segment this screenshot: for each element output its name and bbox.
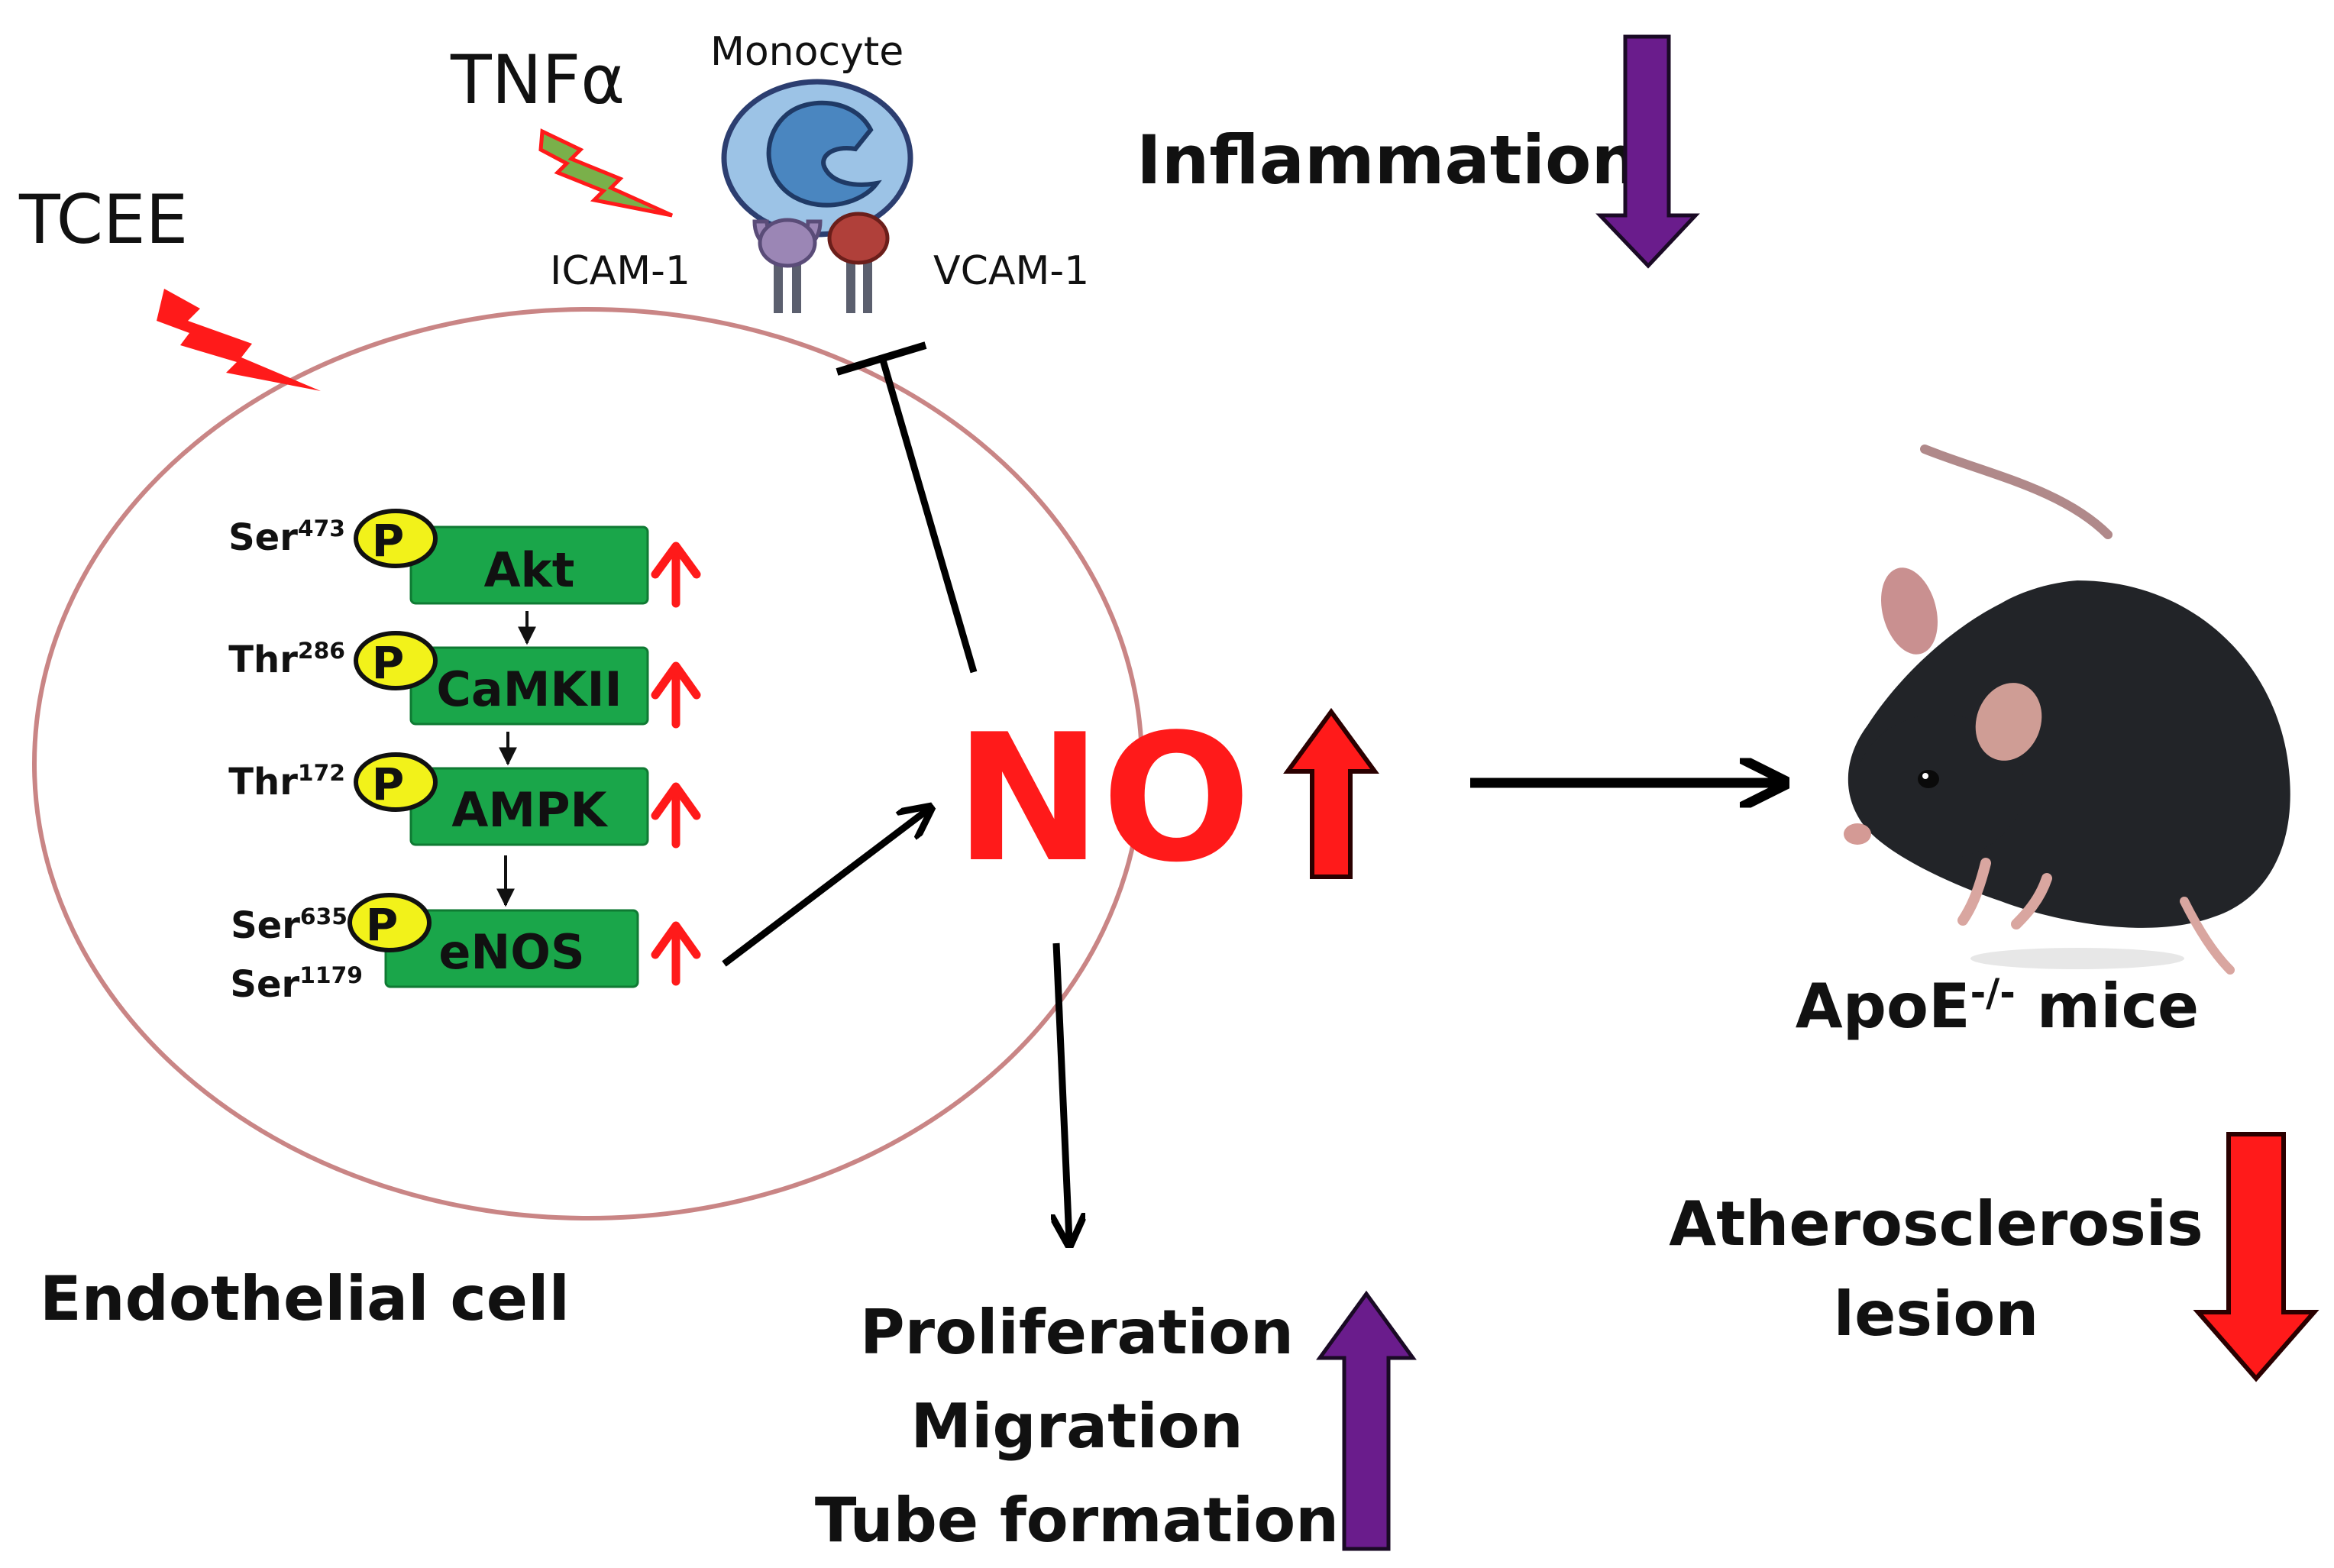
pathway-step-ampk: AMPK P Thr172 — [228, 752, 701, 849]
camkii-up-arrow-icon — [651, 661, 701, 729]
monocyte-label: Monocyte — [710, 29, 904, 75]
enos-site-label-1: Ser635 — [231, 904, 348, 947]
ampk-phospho-circle-icon: P — [354, 752, 438, 812]
pathway-step-camkii: CaMKII P Thr286 — [228, 631, 701, 729]
tnf-alpha-label: TNFα — [450, 40, 625, 119]
vcam-1-receptor-icon — [827, 212, 890, 313]
ampk-label: AMPK — [451, 782, 608, 838]
icam-1-label: ICAM-1 — [550, 248, 690, 294]
no-to-effects-arrow — [1056, 942, 1069, 1241]
tnf-lightning-bolt-icon — [538, 128, 674, 218]
svg-text:P: P — [366, 899, 399, 951]
enos-label: eNOS — [438, 924, 584, 980]
enos-to-no-arrow — [722, 810, 928, 967]
akt-phospho-circle-icon: P — [354, 509, 438, 568]
atherosclerosis-label: Atherosclerosis — [1669, 1188, 2203, 1259]
enos-phospho-circle-icon: P — [348, 893, 432, 952]
no-up-arrow-icon — [1283, 707, 1379, 879]
effect-proliferation: Proliferation — [860, 1297, 1294, 1368]
ampk-site-label: Thr172 — [228, 760, 345, 803]
no-label: NO — [955, 697, 1251, 901]
ampk-up-arrow-icon — [651, 782, 701, 849]
apoe-mice-label: ApoE-/- mice — [1796, 971, 2199, 1042]
effect-migration: Migration — [910, 1391, 1243, 1462]
lesion-label: lesion — [1834, 1279, 2039, 1350]
monocyte-icon — [721, 79, 913, 238]
camkii-phospho-circle-icon: P — [354, 631, 438, 690]
akt-label: Akt — [484, 542, 575, 598]
svg-text:P: P — [372, 637, 405, 689]
enos-up-arrow-icon — [651, 921, 701, 986]
effects-up-arrow-icon — [1316, 1290, 1417, 1551]
inflammation-down-arrow-icon — [1595, 34, 1700, 269]
inflammation-label: Inflammation — [1136, 121, 1639, 199]
enos-site-label-2: Ser1179 — [230, 962, 363, 1006]
endothelial-cell-label: Endothelial cell — [40, 1263, 570, 1334]
atherosclerosis-down-arrow-icon — [2193, 1132, 2319, 1382]
camkii-site-label: Thr286 — [228, 638, 345, 681]
svg-text:P: P — [372, 515, 405, 567]
akt-up-arrow-icon — [651, 542, 701, 608]
akt-site-label: Ser473 — [228, 516, 345, 559]
icam-1-receptor-icon — [752, 218, 823, 313]
no-inhibits-adhesion-line — [836, 341, 978, 674]
camkii-label: CaMKII — [436, 661, 622, 717]
tcee-label: TCEE — [18, 180, 188, 259]
apoe-mouse-icon — [1844, 445, 2290, 975]
svg-text:P: P — [372, 758, 405, 810]
pathway-step-akt: Akt P Ser473 — [228, 509, 701, 608]
pathway-step-enos: eNOS P Ser635 Ser1179 — [230, 893, 701, 1006]
endothelial-cell-outline — [32, 307, 1144, 1220]
vcam-1-label: VCAM-1 — [933, 248, 1089, 294]
tcee-lightning-bolt-icon — [157, 289, 321, 391]
effect-tube-formation: Tube formation — [815, 1485, 1339, 1556]
phosphorylation-pathway: Akt P Ser473 CaMKII P Thr286 — [228, 509, 701, 1006]
